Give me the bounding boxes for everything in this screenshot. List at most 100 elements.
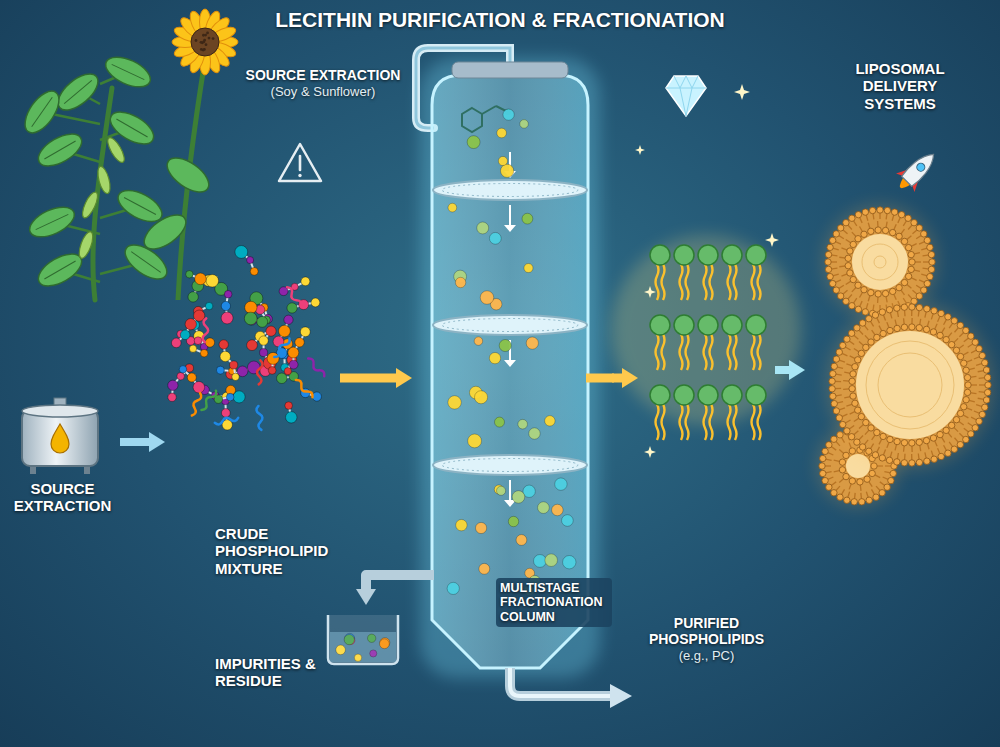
soybean-plant bbox=[124, 198, 156, 215]
fractionation-column bbox=[433, 315, 587, 335]
stage-label: CRUDE PHOSPHOLIPID MIXTURE bbox=[215, 525, 339, 577]
sunflower bbox=[200, 41, 203, 44]
molecule-cluster bbox=[295, 338, 304, 347]
liposome bbox=[985, 382, 991, 388]
process-stage: MULTISTAGE FRACTIONATION COLUMN bbox=[412, 48, 612, 705]
soybean-plant bbox=[105, 135, 128, 164]
molecule-cluster bbox=[301, 277, 310, 286]
liposome bbox=[921, 231, 927, 237]
liposome bbox=[826, 484, 832, 490]
molecule-cluster bbox=[311, 298, 320, 307]
liposome bbox=[937, 332, 943, 338]
molecule-cluster bbox=[279, 325, 291, 337]
liposome bbox=[839, 459, 845, 465]
sunflower bbox=[195, 39, 198, 42]
liposome bbox=[880, 330, 886, 336]
liposome bbox=[833, 287, 839, 293]
soybean-plant bbox=[18, 51, 172, 300]
molecule-cluster bbox=[288, 347, 299, 358]
flow-arrow bbox=[366, 575, 412, 589]
stage-label: MULTISTAGE FRACTIONATION COLUMN bbox=[500, 581, 608, 624]
phospholipid-layers bbox=[662, 264, 665, 300]
stage-label: LIPOSOMAL DELIVERY SYSTEMS bbox=[830, 60, 970, 112]
liposome bbox=[909, 259, 915, 265]
molecule-cluster bbox=[230, 361, 238, 369]
warning-symbol bbox=[279, 144, 321, 181]
liposome bbox=[953, 347, 959, 353]
fractionation-column bbox=[410, 570, 434, 580]
liposome bbox=[982, 359, 988, 365]
molecule-cluster bbox=[256, 360, 263, 384]
liposome bbox=[863, 419, 869, 425]
liposome bbox=[879, 455, 885, 461]
liposome bbox=[901, 324, 907, 330]
liposome bbox=[901, 460, 907, 466]
stage-sublabel: (Soy & Sunflower) bbox=[242, 85, 404, 100]
stage-label: SOURCE EXTRACTION bbox=[242, 67, 404, 83]
sunflower bbox=[206, 32, 209, 35]
molecule-cluster bbox=[284, 315, 293, 324]
phospholipid-layers bbox=[650, 315, 670, 335]
label-block: MULTISTAGE FRACTIONATION COLUMN bbox=[496, 578, 612, 627]
liposome bbox=[828, 210, 932, 314]
liposome bbox=[968, 333, 974, 339]
process-stage: PURIFIED PHOSPHOLIPIDS(e.g., PC) bbox=[638, 60, 775, 680]
liposome bbox=[852, 234, 908, 290]
fractionation-column bbox=[524, 263, 533, 272]
liposome bbox=[886, 457, 892, 463]
fractionation-column bbox=[494, 417, 504, 427]
phospholipid-layers bbox=[611, 235, 801, 425]
fractionation-column bbox=[563, 555, 576, 568]
liposome bbox=[894, 305, 900, 311]
liposome bbox=[879, 309, 885, 315]
warning-symbol bbox=[299, 156, 302, 170]
liposome bbox=[901, 304, 907, 310]
liposome bbox=[951, 446, 957, 452]
liposome bbox=[820, 470, 826, 476]
soybean-plant bbox=[44, 261, 75, 279]
liposome bbox=[855, 306, 861, 312]
liposome bbox=[982, 404, 988, 410]
stage-sublabel: (e.g., PC) bbox=[638, 649, 775, 664]
liposome bbox=[896, 284, 902, 290]
liposome bbox=[963, 436, 969, 442]
liposome bbox=[855, 236, 861, 242]
molecule-cluster bbox=[244, 312, 257, 325]
sunflower bbox=[203, 40, 206, 43]
liposome bbox=[924, 306, 930, 312]
phospholipid-layers bbox=[752, 334, 755, 370]
phospholipid-layers bbox=[611, 235, 801, 440]
liposome bbox=[868, 339, 874, 345]
fractionation-column bbox=[498, 156, 507, 165]
sunflower bbox=[212, 37, 215, 40]
liposome bbox=[827, 273, 833, 279]
fractionation-column bbox=[497, 486, 506, 495]
soybean-plant bbox=[101, 51, 155, 93]
liposome bbox=[928, 251, 934, 257]
liposome bbox=[891, 209, 897, 215]
fractionation-column bbox=[520, 120, 529, 129]
process-stage: IMPURITIES & RESIDUE bbox=[210, 605, 405, 712]
liposome bbox=[830, 393, 836, 399]
flow-arrow bbox=[775, 366, 789, 374]
liposome bbox=[848, 330, 854, 336]
title-block: LECITHIN PURIFICATION & FRACTIONATION bbox=[0, 8, 1000, 32]
liposome bbox=[963, 327, 969, 333]
fractionation-column bbox=[433, 455, 587, 475]
molecule-cluster bbox=[168, 393, 176, 401]
fractionation-column bbox=[474, 337, 483, 346]
liposome bbox=[849, 448, 855, 454]
liposome bbox=[839, 467, 845, 473]
molecule-cluster bbox=[247, 257, 254, 264]
liposome bbox=[901, 440, 907, 446]
phospholipid-layers bbox=[758, 334, 761, 370]
liposome bbox=[874, 429, 880, 435]
phospholipid-layers bbox=[752, 264, 755, 300]
molecule-cluster bbox=[180, 330, 190, 340]
flow-arrow bbox=[340, 374, 396, 383]
soybean-plant bbox=[44, 141, 75, 159]
liposome bbox=[976, 346, 982, 352]
liposome bbox=[829, 386, 835, 392]
phospholipid-layers bbox=[698, 245, 718, 265]
